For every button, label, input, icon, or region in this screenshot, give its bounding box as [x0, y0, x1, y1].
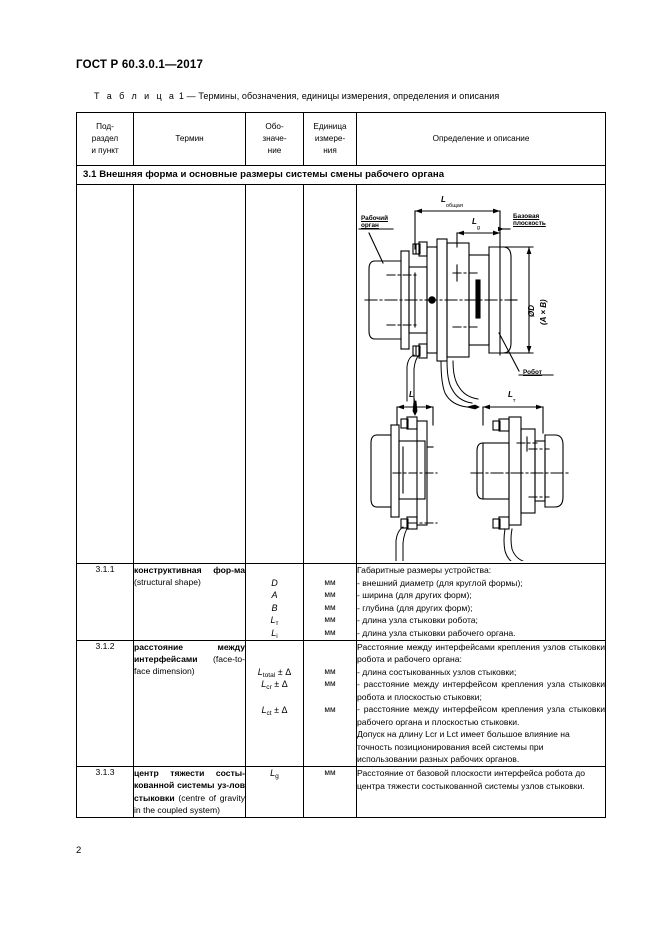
- unit: мм: [324, 627, 336, 637]
- row-term: центр тяжести состы-кованной системы уз-…: [133, 766, 246, 818]
- row-term: конструктивная фор-ма (structural shape): [133, 563, 246, 641]
- standard-number: ГОСТ Р 60.3.0.1—2017: [76, 59, 204, 71]
- header-line: Определение и описание: [432, 133, 530, 143]
- label-base-plane: Базовая плоскость: [513, 213, 546, 228]
- row-number: 3.1.1: [76, 563, 134, 641]
- definition-line: - длина узла стыковки робота;: [357, 615, 478, 626]
- symbol: Lт: [270, 615, 279, 628]
- row-term: расстояние между интерфейсами (face-to-f…: [133, 639, 246, 768]
- definition-line: Расстояние от базовой плоскости интерфей…: [357, 768, 586, 791]
- row-number: 3.1.2: [76, 639, 134, 768]
- unit: мм: [324, 615, 336, 625]
- terms-table: Под- раздел и пункт Термин Обо- значе- н…: [76, 112, 606, 818]
- drawing-row-symbol: [245, 184, 304, 564]
- header-line: измере-: [314, 133, 346, 143]
- header-line: и пункт: [91, 146, 119, 156]
- unit: мм: [324, 768, 336, 778]
- technical-drawing-cell: Lобщая Lg Рабочий орган Базовая плоскост…: [356, 184, 606, 564]
- header-symbol: Обо- значе- ние: [245, 112, 304, 166]
- dimension-label-l-total: Lобщая: [441, 195, 463, 209]
- term-bold: конструктивная фор-ма: [134, 565, 245, 575]
- row-number: 3.1.3: [76, 766, 134, 818]
- row-units: мм: [303, 766, 357, 818]
- table-section-row: 3.1 Внешняя форма и основные размеры сис…: [76, 165, 606, 185]
- term-translation: (structural shape): [134, 577, 201, 588]
- table-row: 3.1.2 расстояние между интерфейсами (fac…: [76, 639, 606, 768]
- table-header-row: Под- раздел и пункт Термин Обо- значе- н…: [76, 112, 606, 166]
- drawing-row-subsection: [76, 184, 134, 564]
- term-translation: (centre of gravity in the coupled system…: [134, 792, 246, 816]
- label-robot: Робот: [523, 369, 542, 376]
- dimension-label-l-i: Li: [409, 390, 416, 404]
- table-caption-text: — Термины, обозначения, единицы измерени…: [186, 91, 500, 101]
- drawing-row-unit: [303, 184, 357, 564]
- drawing-svg: [358, 208, 570, 561]
- symbol: A: [271, 590, 278, 601]
- table-row: Lобщая Lg Рабочий орган Базовая плоскост…: [76, 184, 606, 564]
- dimension-label-diameter: ØD: [527, 305, 536, 317]
- symbol: Li: [271, 627, 278, 640]
- definition-line: Допуск на длину Lcr и Lct имеет большое …: [357, 729, 570, 765]
- definition-line: - расстояние между интерфейсом крепления…: [357, 679, 605, 702]
- header-definition: Определение и описание: [356, 112, 606, 166]
- header-unit: Единица измере- ния: [303, 112, 357, 166]
- symbol: Lct ± Δ: [261, 704, 288, 717]
- definition-line: Габаритные размеры устройства:: [357, 565, 492, 575]
- symbol: B: [271, 602, 278, 613]
- term-bold: центр тяжести состы-кованной системы уз-…: [134, 768, 245, 803]
- header-line: Обо-: [265, 121, 284, 131]
- symbol: Lg: [270, 768, 279, 781]
- unit: мм: [324, 602, 336, 612]
- definition-line: - ширина (для других форм);: [357, 590, 472, 601]
- row-symbols: D A B Lт Li: [245, 563, 304, 641]
- row-symbols: Lg: [245, 766, 304, 818]
- symbol: Lcr ± Δ: [261, 679, 288, 692]
- unit: мм: [324, 679, 336, 689]
- header-line: ния: [323, 146, 337, 156]
- symbol: D: [271, 577, 278, 588]
- symbol: Ltotal ± Δ: [257, 666, 292, 679]
- header-term: Термин: [133, 112, 246, 166]
- unit: мм: [324, 590, 336, 600]
- header-line: Единица: [313, 121, 347, 131]
- section-header-cell: 3.1 Внешняя форма и основные размеры сис…: [76, 165, 606, 185]
- table-caption-label: Т а б л и ц а: [94, 91, 177, 101]
- definition-line: Расстояние между интерфейсами крепления …: [357, 641, 605, 665]
- header-line: Термин: [175, 133, 204, 143]
- definition-line: - длина состыкованных узлов стыковки;: [357, 666, 517, 677]
- definition-line: - глубина (для других форм);: [357, 602, 473, 613]
- page-number: 2: [76, 845, 82, 856]
- dimension-label-ab: (A × B): [539, 299, 548, 325]
- dimension-label-l-g: Lg: [472, 217, 481, 231]
- row-units: мм мм мм: [303, 639, 357, 768]
- header-line: значе-: [262, 133, 287, 143]
- row-definition: Расстояние от базовой плоскости интерфей…: [356, 766, 606, 818]
- row-definition: Расстояние между интерфейсами крепления …: [356, 639, 606, 768]
- header-line: Под-: [96, 121, 114, 131]
- header-line: ние: [267, 146, 282, 156]
- dimension-label-l-t: Lт: [508, 390, 516, 404]
- definition-line: - внешний диаметр (для круглой формы);: [357, 577, 523, 588]
- unit: мм: [324, 577, 336, 587]
- drawing-row-term: [133, 184, 246, 564]
- header-subsection: Под- раздел и пункт: [76, 112, 134, 166]
- definition-line: - длина узла стыковки рабочего органа.: [357, 627, 516, 638]
- row-definition: Габаритные размеры устройства: - внешний…: [356, 563, 606, 641]
- unit: мм: [324, 704, 336, 714]
- row-units: мм мм мм мм мм: [303, 563, 357, 641]
- unit: мм: [324, 666, 336, 676]
- table-caption-number: 1: [178, 91, 185, 101]
- header-line: раздел: [91, 133, 119, 143]
- row-symbols: Ltotal ± Δ Lcr ± Δ Lct ± Δ: [245, 639, 304, 768]
- table-row: 3.1.1 конструктивная фор-ма (structural …: [76, 563, 606, 641]
- table-caption: Т а б л и ц а 1 — Термины, обозначения, …: [94, 91, 499, 101]
- label-end-effector: Рабочий орган: [361, 215, 388, 230]
- table-row: 3.1.3 центр тяжести состы-кованной систе…: [76, 766, 606, 818]
- definition-line: - расстояние между интерфейсом крепления…: [357, 704, 605, 727]
- term-translation: (face-to-face dimension): [134, 654, 245, 677]
- technical-drawing: Lобщая Lg Рабочий орган Базовая плоскост…: [357, 185, 606, 561]
- term-bold: расстояние между интерфейсами: [134, 641, 245, 665]
